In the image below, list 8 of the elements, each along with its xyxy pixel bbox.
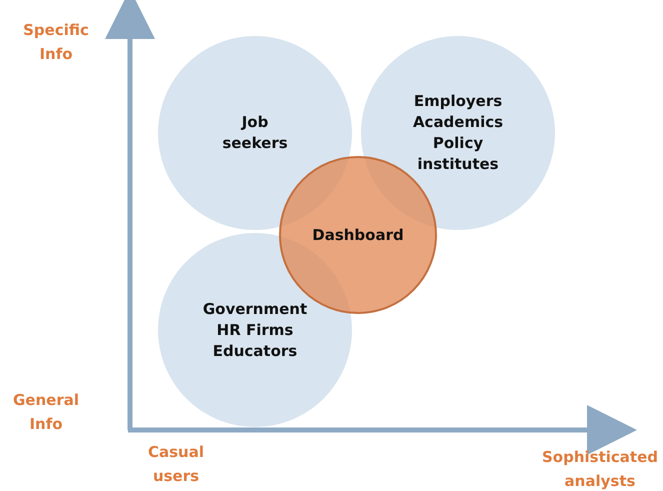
circle-label: Dashboard (312, 224, 404, 246)
axis-label: Casual users (148, 442, 204, 487)
circle-label: Government HR Firms Educators (202, 298, 308, 362)
axis-label: Sophisticated analysts (542, 447, 658, 491)
axis-label: General Info (13, 390, 79, 435)
circle-label: Job seekers (222, 112, 288, 154)
circle-label: Employers Academics Policy institutes (412, 91, 504, 175)
axis-label: Specific Info (23, 20, 89, 65)
